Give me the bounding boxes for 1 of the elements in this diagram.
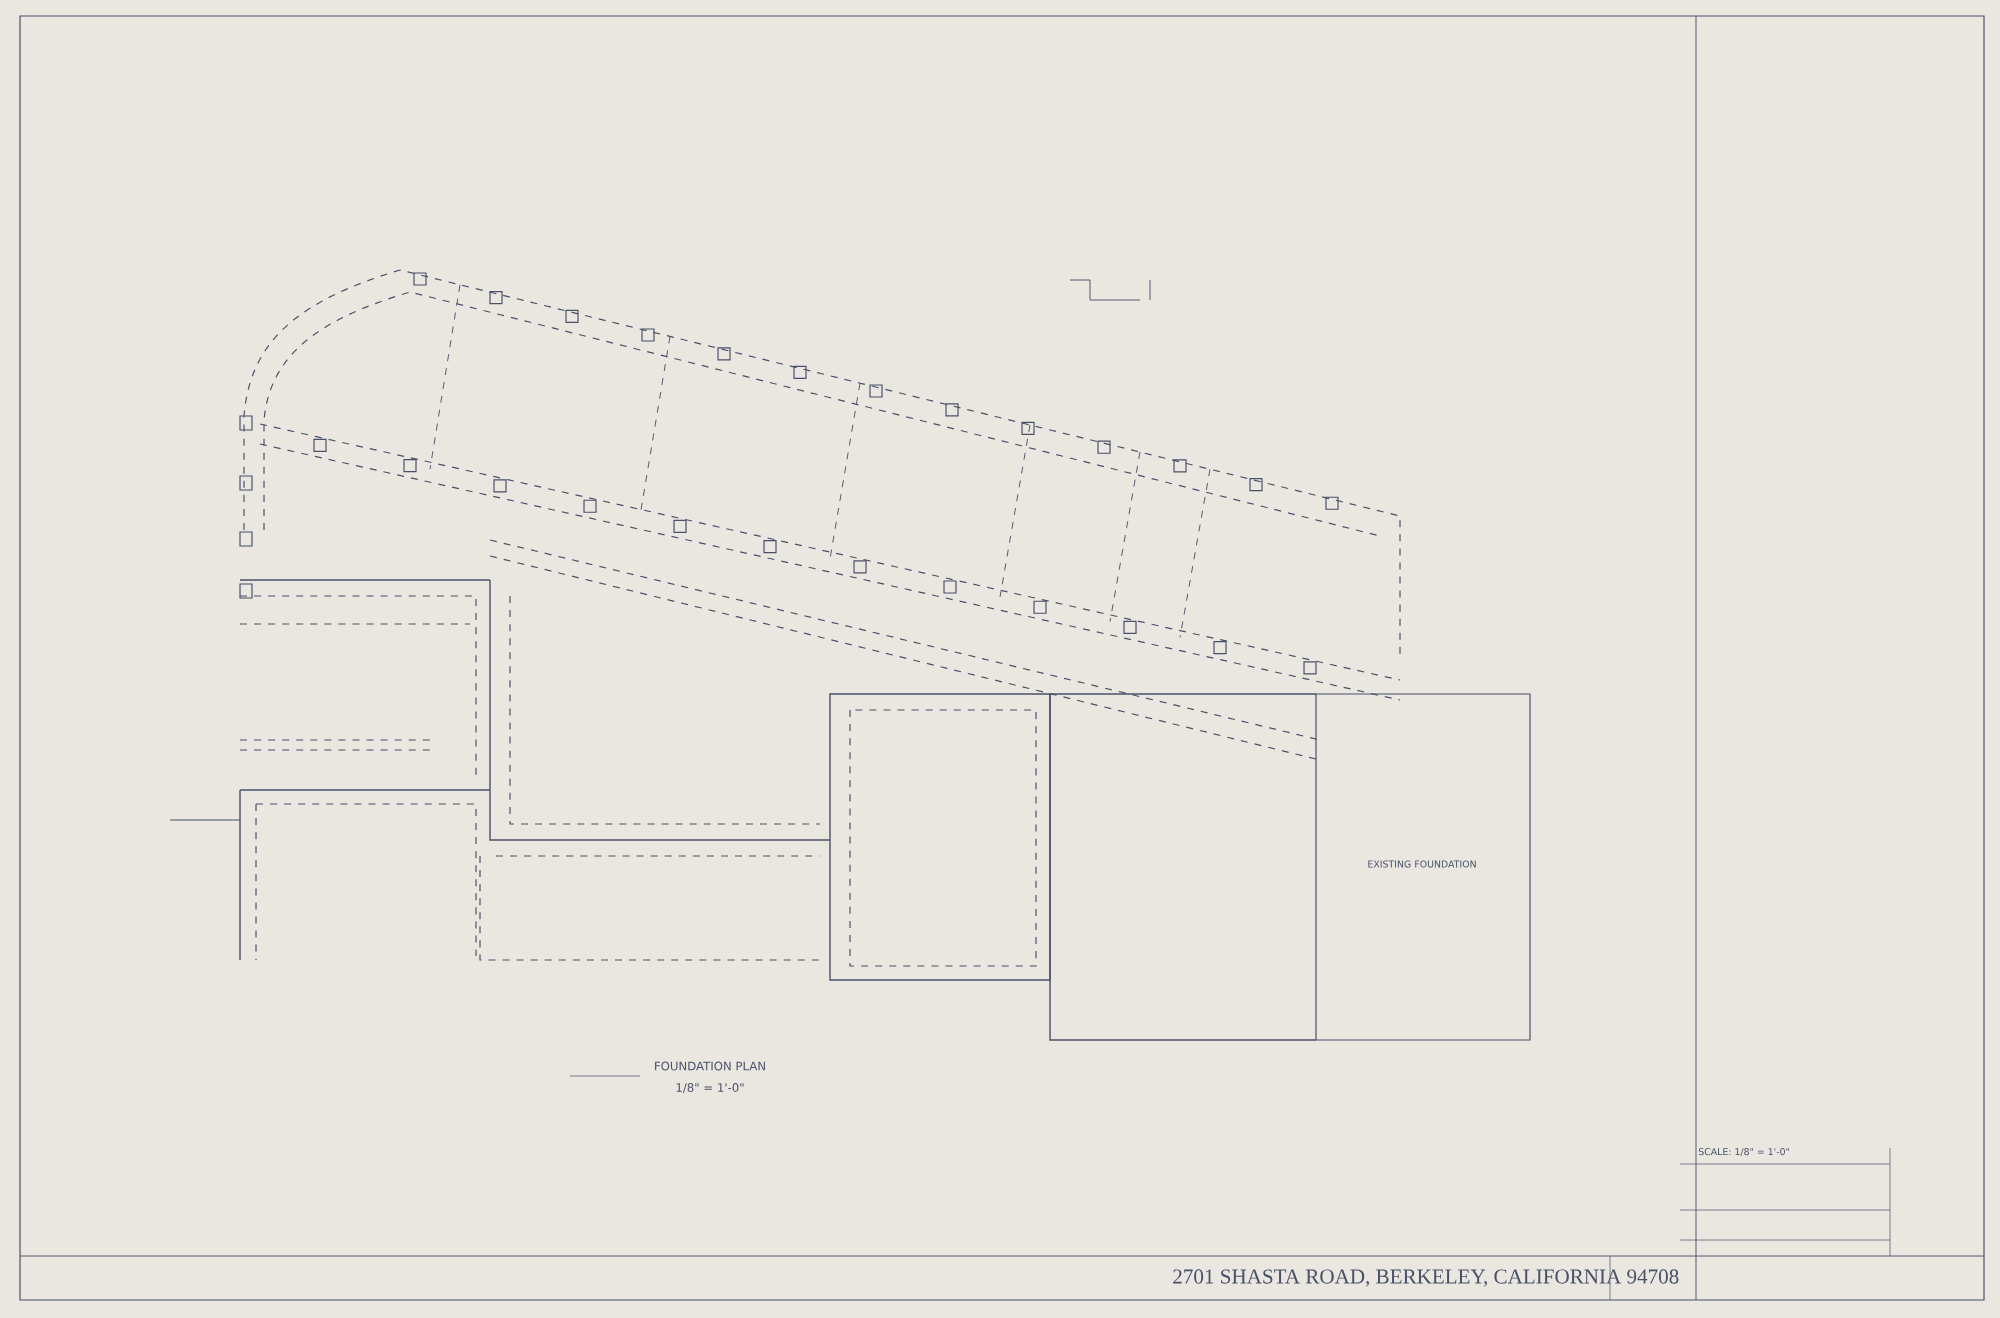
address-text: 2701 SHASTA ROAD, BERKELEY, CALIFORNIA 94708 (1173, 1269, 1679, 1287)
